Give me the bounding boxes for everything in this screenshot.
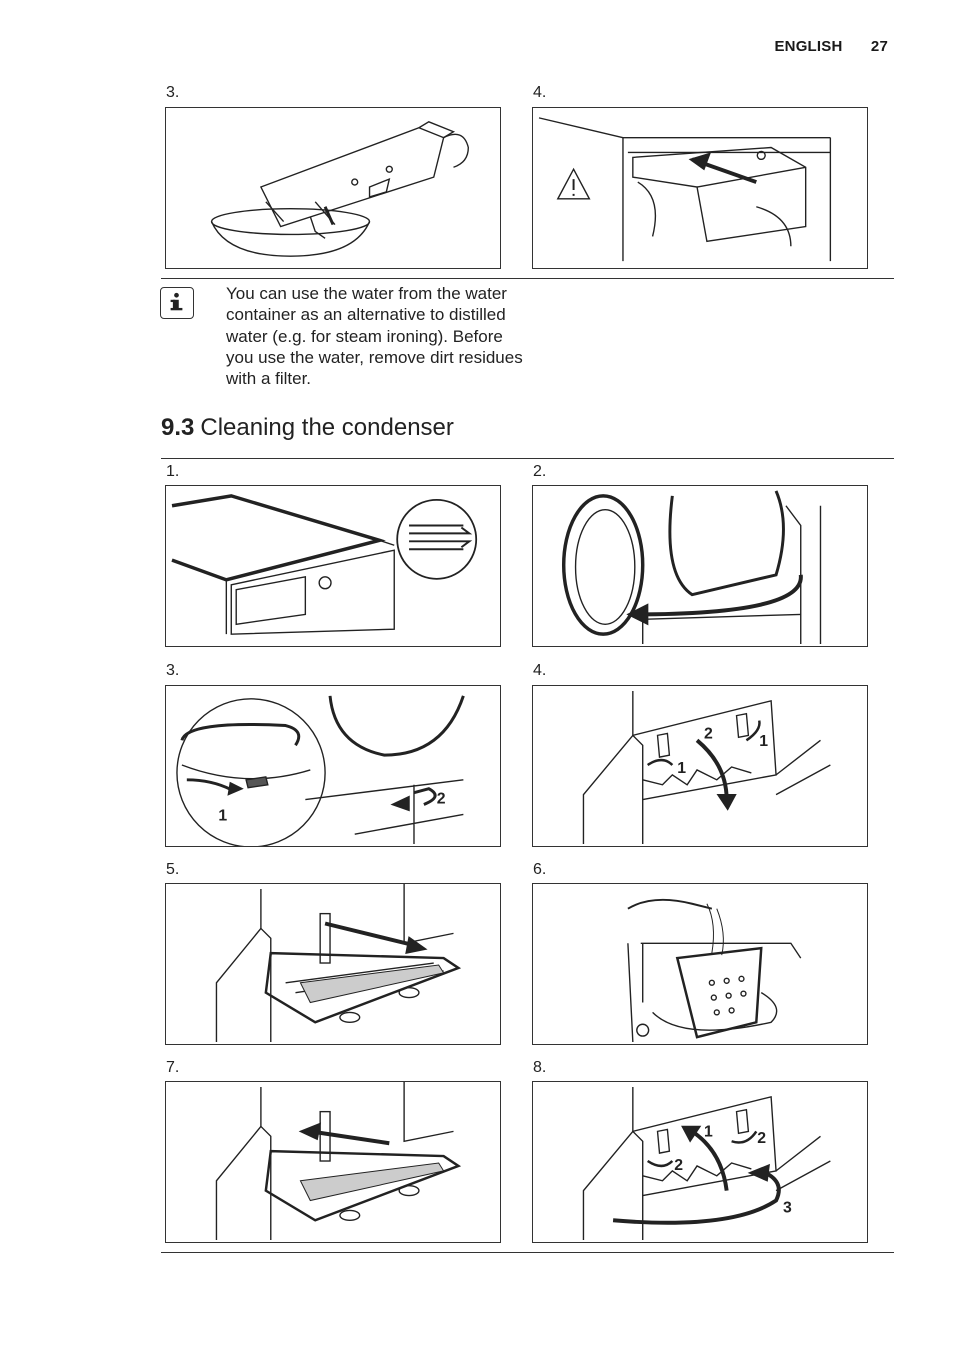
illustration-unlock-condenser: 2 1 1 [532, 685, 868, 847]
step-number: 4. [533, 662, 547, 679]
step-number: 4. [533, 84, 547, 101]
step-number: 7. [166, 1059, 180, 1076]
illustration-unplug-dryer [165, 485, 501, 647]
header-language: ENGLISH [774, 38, 843, 55]
divider [161, 458, 894, 459]
illustration-empty-water-container [165, 107, 501, 269]
callout-label: 1 [759, 733, 768, 750]
page-number: 27 [870, 38, 888, 55]
info-icon [160, 287, 194, 319]
step-number: 5. [166, 861, 180, 878]
page-header: ENGLISH 27 [774, 38, 888, 55]
step-number: 3. [166, 662, 180, 679]
step-number: 3. [166, 84, 180, 101]
callout-label: 1 [704, 1123, 713, 1140]
callout-label: 2 [704, 725, 713, 742]
divider [161, 278, 894, 279]
callout-label: 1 [218, 807, 227, 824]
section-number: 9.3 [161, 414, 195, 441]
illustration-reinsert-water-container [532, 107, 868, 269]
section-title: Cleaning the condenser [200, 414, 454, 441]
callout-label: 2 [757, 1130, 766, 1147]
callout-label: 1 [677, 760, 686, 777]
illustration-insert-condenser [165, 1081, 501, 1243]
callout-label: 2 [674, 1157, 683, 1174]
note-text: You can use the water from the water con… [226, 284, 523, 389]
illustration-lock-condenser: 1 2 2 3 [532, 1081, 868, 1243]
divider [161, 1252, 894, 1253]
illustration-open-lower-cover: 1 2 [165, 685, 501, 847]
callout-label: 3 [783, 1199, 792, 1216]
illustration-rinse-condenser [532, 883, 868, 1045]
illustration-remove-condenser [165, 883, 501, 1045]
illustration-open-door [532, 485, 868, 647]
step-number: 8. [533, 1059, 547, 1076]
step-number: 2. [533, 463, 547, 480]
step-number: 6. [533, 861, 547, 878]
callout-label: 2 [437, 791, 446, 808]
step-number: 1. [166, 463, 180, 480]
